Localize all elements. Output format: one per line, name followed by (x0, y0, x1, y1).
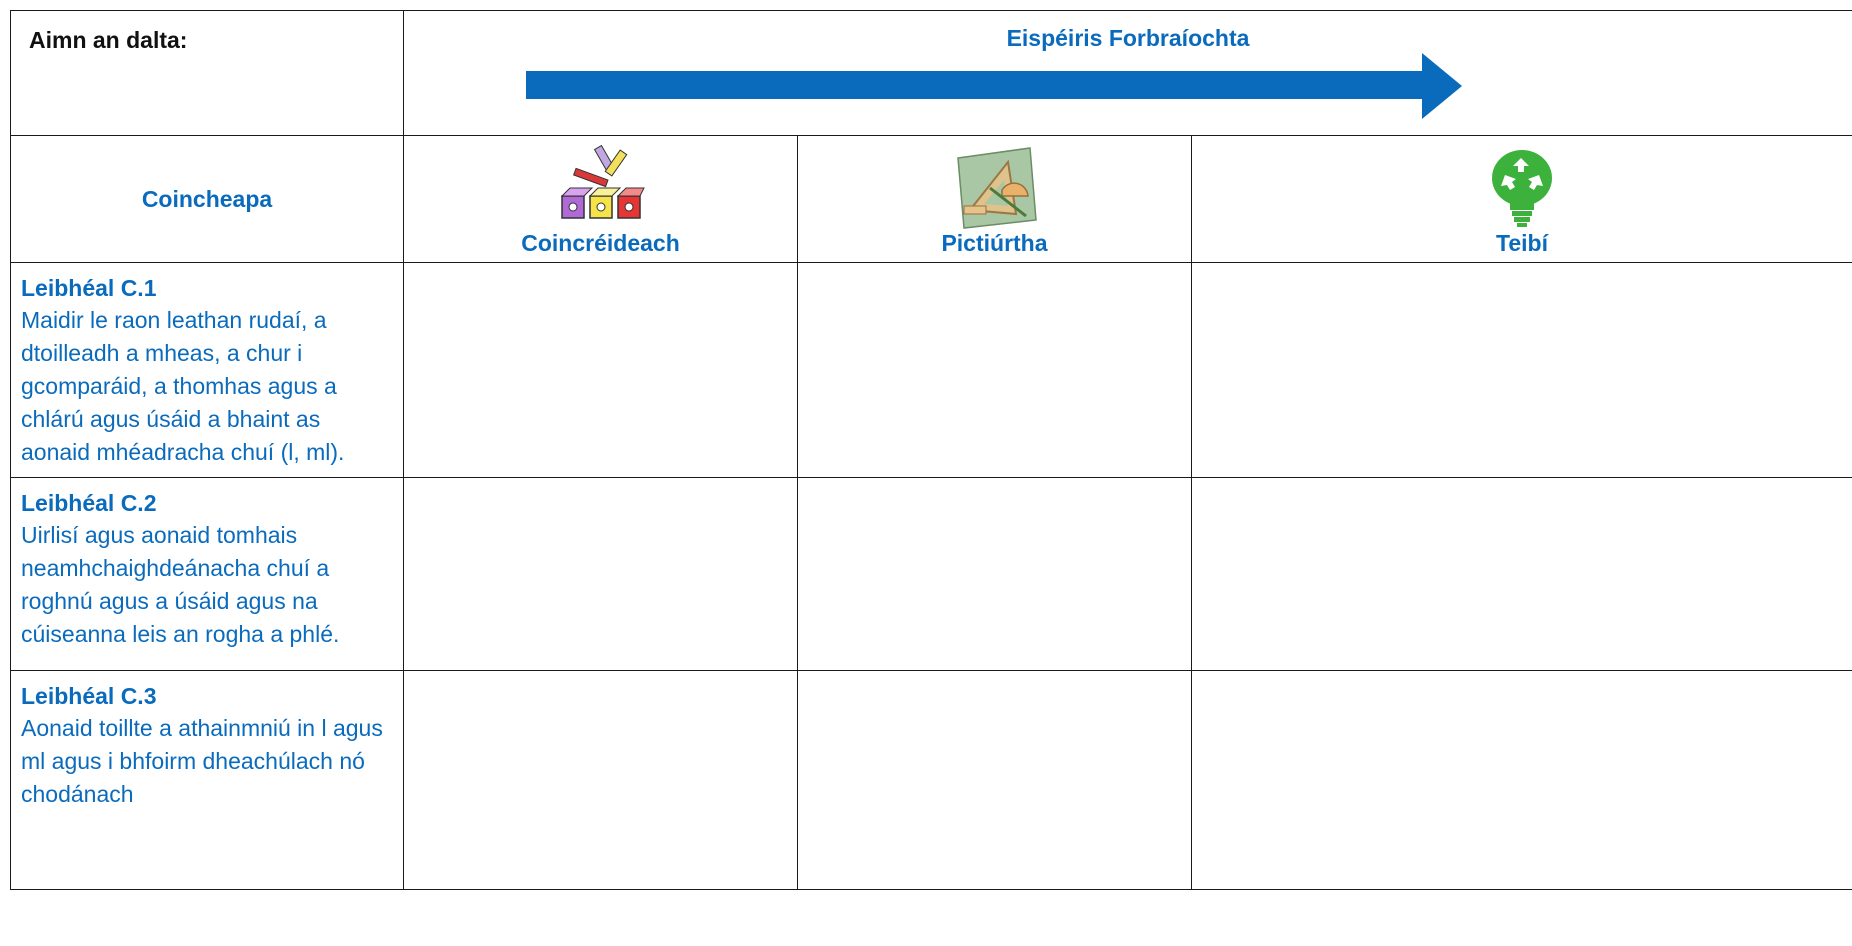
progression-arrow-icon (526, 53, 1462, 119)
table-row: Leibhéal C.2 Uirlisí agus aonaid tomhais… (10, 477, 1852, 671)
level-cell-c2: Leibhéal C.2 Uirlisí agus aonaid tomhais… (10, 477, 404, 671)
concepts-label: Coincheapa (141, 186, 273, 212)
table-row: Leibhéal C.3 Aonaid toillte a athainmniú… (10, 670, 1852, 890)
stage-header-concrete: Coincréideach (403, 135, 798, 263)
stage-label-pictorial: Pictiúrtha (941, 230, 1048, 256)
level-description: Uirlisí agus aonaid tomhais neamhchaighd… (21, 522, 340, 647)
building-blocks-icon (560, 144, 645, 219)
student-name-label: Aimn an dalta: (29, 27, 188, 53)
entry-cell-c1-pictorial[interactable] (797, 262, 1192, 478)
entry-cell-c1-abstract[interactable] (1191, 262, 1852, 478)
table-row: Leibhéal C.1 Maidir le raon leathan ruda… (10, 262, 1852, 478)
level-title: Leibhéal C.1 (21, 275, 157, 301)
entry-cell-c2-concrete[interactable] (403, 477, 798, 671)
level-cell-c1: Leibhéal C.1 Maidir le raon leathan ruda… (10, 262, 404, 478)
level-title: Leibhéal C.2 (21, 490, 157, 516)
stage-header-pictorial: Pictiúrtha (797, 135, 1192, 263)
stage-header-abstract: Teibí (1191, 135, 1852, 263)
level-description: Aonaid toillte a athainmniú in l agus ml… (21, 715, 383, 807)
development-title: Eispéiris Forbraíochta (1006, 25, 1250, 51)
geometry-tools-icon (956, 147, 1037, 229)
entry-cell-c3-pictorial[interactable] (797, 670, 1192, 890)
level-cell-c3: Leibhéal C.3 Aonaid toillte a athainmniú… (10, 670, 404, 890)
entry-cell-c1-concrete[interactable] (403, 262, 798, 478)
assessment-grid: Aimn an dalta: Eispéiris Forbraíochta Co… (10, 10, 1852, 890)
level-description: Maidir le raon leathan rudaí, a dtoillea… (21, 307, 345, 465)
entry-cell-c3-abstract[interactable] (1191, 670, 1852, 890)
entry-cell-c2-pictorial[interactable] (797, 477, 1192, 671)
development-header-cell: Eispéiris Forbraíochta (403, 10, 1852, 136)
stage-label-abstract: Teibí (1496, 230, 1548, 256)
level-title: Leibhéal C.3 (21, 683, 157, 709)
concepts-header-cell: Coincheapa (10, 135, 404, 263)
lightbulb-recycle-icon (1492, 150, 1552, 227)
stage-label-concrete: Coincréideach (521, 230, 680, 256)
entry-cell-c2-abstract[interactable] (1191, 477, 1852, 671)
entry-cell-c3-concrete[interactable] (403, 670, 798, 890)
student-name-cell[interactable]: Aimn an dalta: (10, 10, 404, 136)
